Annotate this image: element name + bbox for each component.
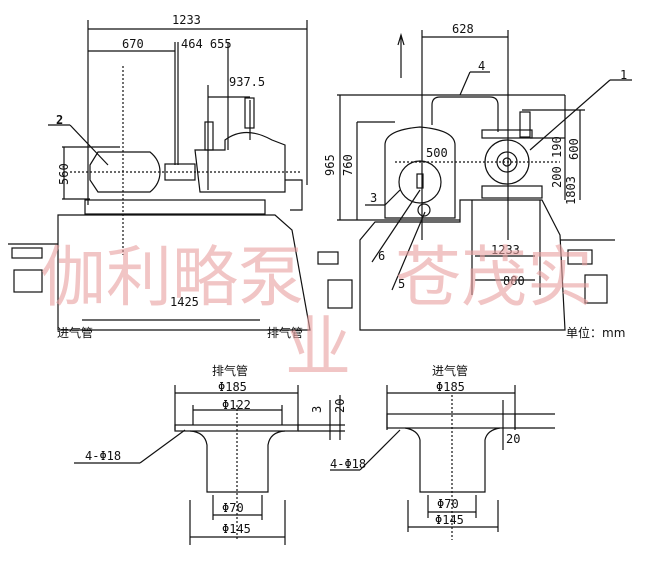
vacuum-pump xyxy=(194,131,286,193)
inlet-flange-detail: 进气管 Φ185 20 4-Φ18 Φ70 Φ145 xyxy=(330,363,555,540)
dim-560: 560 xyxy=(57,163,71,185)
motor xyxy=(89,151,161,193)
separator-tank xyxy=(384,126,456,219)
watermark-line-3: 业 xyxy=(285,309,351,386)
dim-1803: 1803 xyxy=(564,176,578,205)
dim-880: 880 xyxy=(503,274,525,288)
outlet-bore: Φ70 xyxy=(222,501,244,515)
front-view: 628 4 1 965 760 500 3 190 600 200 1803 1… xyxy=(317,22,632,340)
dim-190: 190 xyxy=(550,136,564,158)
outlet-flange-detail: 排气管 Φ185 Φ122 3 20 4-Φ18 Φ70 Φ145 xyxy=(74,363,347,545)
dim-937-5: 937.5 xyxy=(229,75,265,89)
inlet-h20: 20 xyxy=(506,432,520,446)
outlet-holes: 4-Φ18 xyxy=(85,449,121,463)
pump-head xyxy=(484,139,530,185)
outlet-od: Φ185 xyxy=(218,380,247,394)
inlet-pipe-label: 进气管 xyxy=(57,325,93,340)
callout-3: 3 xyxy=(370,191,377,205)
outlet-t3: 3 xyxy=(310,406,324,413)
dim-1233-front: 1233 xyxy=(491,243,520,257)
callout-5: 5 xyxy=(398,277,405,291)
outlet-flange-title: 排气管 xyxy=(212,363,248,378)
watermark-line-1: 伽利略泵 xyxy=(40,239,304,316)
ground-gravel xyxy=(11,247,43,293)
inlet-bore: Φ70 xyxy=(437,497,459,511)
dim-464-655: 464 655 xyxy=(181,37,232,51)
callout-1: 1 xyxy=(620,68,627,82)
dim-760: 760 xyxy=(341,154,355,176)
dim-670: 670 xyxy=(122,37,144,51)
ground-gravel-right xyxy=(317,249,608,309)
callout-6: 6 xyxy=(378,249,385,263)
outlet-pcd: Φ145 xyxy=(222,522,251,536)
dim-1425: 1425 xyxy=(170,295,199,309)
inlet-pcd: Φ145 xyxy=(435,513,464,527)
watermark-line-2: 苍茂实 xyxy=(395,239,593,316)
connecting-pipe xyxy=(431,96,499,132)
callout-4: 4 xyxy=(478,59,485,73)
dim-1233: 1233 xyxy=(172,13,201,27)
outlet-pipe-label: 排气管 xyxy=(267,325,303,340)
inlet-holes: 4-Φ18 xyxy=(330,457,366,471)
dim-600: 600 xyxy=(567,138,581,160)
inlet-od: Φ185 xyxy=(436,380,465,394)
dim-628: 628 xyxy=(452,22,474,36)
dim-500: 500 xyxy=(426,146,448,160)
watermark: 伽利略泵 苍茂实 业 xyxy=(40,239,593,386)
callout-2: 2 xyxy=(56,113,63,127)
dim-965: 965 xyxy=(323,154,337,176)
inlet-flange-plate xyxy=(386,413,516,429)
side-view: 1233 670 464 655 937.5 2 560 1425 进气管 排气… xyxy=(8,13,311,340)
coupling xyxy=(164,163,196,181)
foundation xyxy=(57,214,311,331)
unit-label: 单位：mm xyxy=(566,325,625,340)
outlet-h20: 20 xyxy=(333,399,347,413)
pump-foundation xyxy=(359,199,566,331)
inlet-flange-title: 进气管 xyxy=(432,363,468,378)
dim-200: 200 xyxy=(550,166,564,188)
